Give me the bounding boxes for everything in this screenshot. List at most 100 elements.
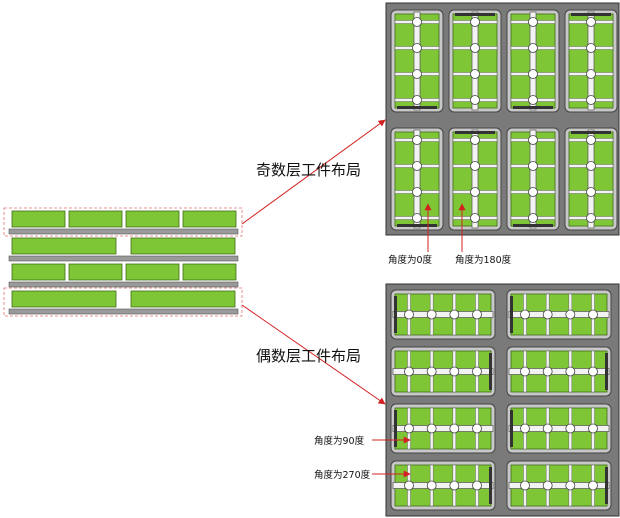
odd-workpiece-cell	[448, 127, 502, 231]
odd-workpiece-cell	[448, 9, 502, 113]
workpiece-hole	[449, 423, 460, 434]
odd-workpiece-cell	[564, 9, 618, 113]
even-workpiece-cell	[506, 346, 612, 397]
orientation-mark	[455, 13, 495, 16]
stack-workpiece	[130, 290, 236, 308]
stack-workpiece	[11, 237, 117, 255]
workpiece-bar	[508, 311, 610, 318]
even-workpiece-cell	[390, 403, 496, 454]
stack-workpiece	[182, 210, 237, 228]
workpiece-hole	[404, 480, 414, 491]
workpiece-hole	[528, 135, 538, 145]
workpiece-hole	[412, 187, 422, 197]
angle-0-label: 角度为0度	[388, 254, 433, 266]
workpiece-hole	[528, 17, 538, 27]
workpiece-hole	[412, 213, 422, 223]
stack-workpiece	[130, 237, 236, 255]
odd-workpiece-cell	[506, 9, 560, 113]
workpiece-hole	[520, 423, 530, 434]
workpiece-hole	[586, 213, 596, 223]
stack-workpiece	[68, 263, 123, 281]
workpiece-hole	[404, 366, 414, 377]
workpiece-hole	[520, 309, 530, 320]
stack-pallet	[8, 281, 239, 288]
workpiece-bar	[471, 129, 479, 229]
workpiece-hole	[449, 366, 460, 377]
odd-workpiece-cell	[390, 9, 444, 113]
orientation-mark	[455, 131, 495, 134]
workpiece-hole	[412, 135, 422, 145]
workpiece-hole	[586, 17, 596, 27]
stack-pallet	[8, 255, 239, 262]
orientation-mark	[489, 353, 492, 390]
workpiece-bar	[508, 425, 610, 432]
workpiece-hole	[412, 17, 422, 27]
orientation-mark	[510, 296, 513, 333]
orientation-mark	[510, 410, 513, 447]
even-layer-title: 偶数层工件布局	[256, 347, 361, 365]
even-workpiece-cell	[390, 289, 496, 340]
workpiece-hole	[426, 309, 437, 320]
odd-layer-highlight	[3, 207, 243, 237]
even-workpiece-cell	[390, 460, 496, 511]
workpiece-hole	[412, 43, 422, 53]
stack-workpiece	[125, 210, 180, 228]
orientation-mark	[394, 296, 397, 333]
workpiece-hole	[528, 95, 538, 105]
workpiece-hole	[470, 69, 480, 79]
workpiece-hole	[470, 17, 480, 27]
workpiece-hole	[470, 135, 480, 145]
orientation-mark	[571, 13, 611, 16]
odd-workpiece-cell	[390, 127, 444, 231]
odd-workpiece-cell	[506, 127, 560, 231]
orientation-mark	[489, 467, 492, 504]
workpiece-hole	[588, 423, 598, 434]
workpiece-hole	[470, 43, 480, 53]
orientation-mark	[397, 106, 437, 109]
odd-layer-arrow	[241, 119, 386, 225]
angle-270-label: 角度为270度	[314, 469, 371, 481]
even-workpiece-cell	[506, 403, 612, 454]
workpiece-hole	[472, 309, 482, 320]
workpiece-hole	[520, 480, 530, 491]
workpiece-hole	[426, 480, 437, 491]
workpiece-hole	[412, 161, 422, 171]
workpiece-hole	[588, 309, 598, 320]
workpiece-bar	[471, 11, 479, 111]
stack-workpiece	[68, 210, 123, 228]
odd-layer-title: 奇数层工件布局	[256, 161, 361, 179]
workpiece-bar	[587, 11, 595, 111]
workpiece-hole	[426, 366, 437, 377]
stack-workpiece	[11, 290, 117, 308]
stack-workpiece	[11, 263, 66, 281]
workpiece-bar	[508, 368, 610, 375]
workpiece-hole	[470, 187, 480, 197]
layer-stack-side-view	[3, 207, 243, 317]
workpiece-bar	[508, 482, 610, 489]
workpiece-hole	[412, 69, 422, 79]
stack-pallet	[8, 228, 239, 235]
workpiece-hole	[412, 95, 422, 105]
workpiece-hole	[470, 95, 480, 105]
workpiece-hole	[528, 213, 538, 223]
even-layer-arrow	[241, 304, 386, 405]
workpiece-hole	[472, 480, 482, 491]
workpiece-bar	[392, 311, 494, 318]
workpiece-hole	[528, 161, 538, 171]
workpiece-hole	[404, 423, 414, 434]
even-layer-plate	[385, 283, 620, 517]
workpiece-hole	[426, 423, 437, 434]
stack-workpiece	[125, 263, 180, 281]
workpiece-hole	[586, 69, 596, 79]
workpiece-hole	[470, 161, 480, 171]
connector-arrows	[241, 119, 466, 478]
odd-workpiece-cell	[564, 127, 618, 231]
angle-180-label: 角度为180度	[455, 254, 512, 266]
workpiece-bar	[413, 129, 421, 229]
even-workpiece-cell	[390, 346, 496, 397]
workpiece-hole	[586, 43, 596, 53]
orientation-mark	[605, 467, 608, 504]
even-layer-highlight	[3, 287, 243, 317]
stack-pallet	[8, 308, 239, 315]
